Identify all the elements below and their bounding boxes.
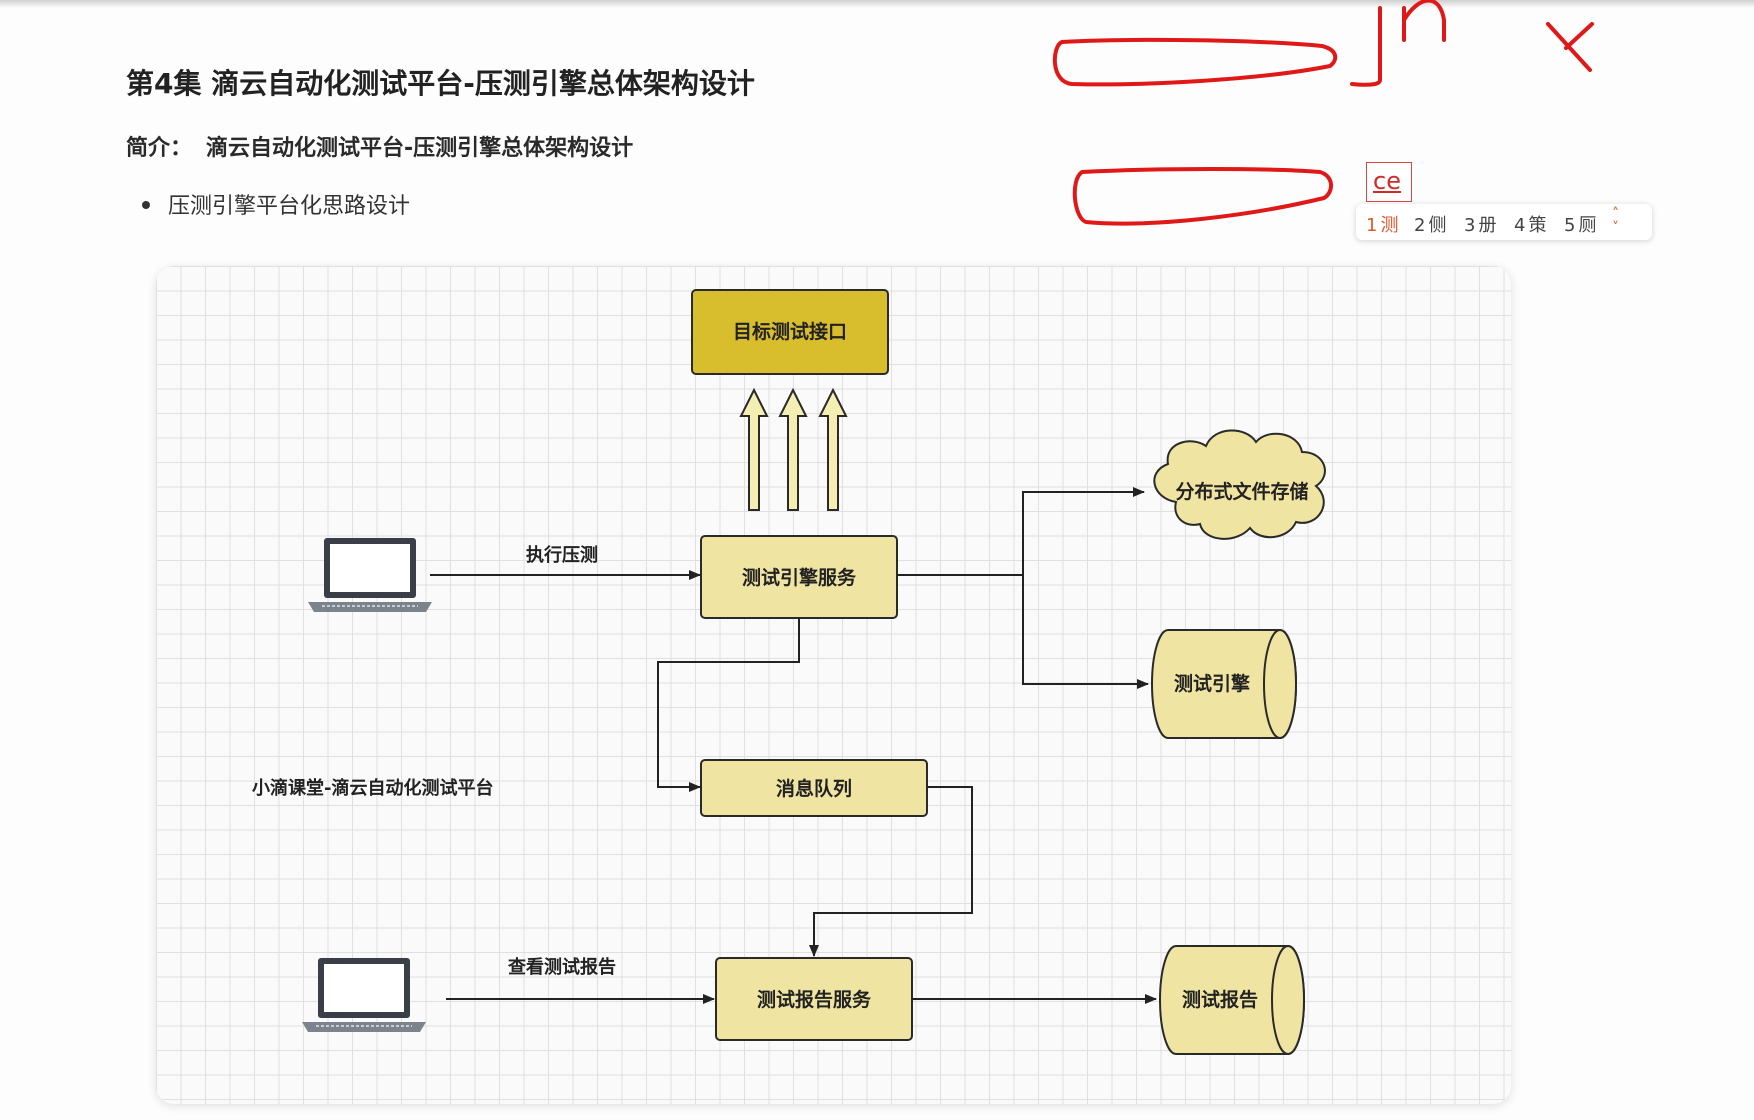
laptop-icon [302,958,426,1032]
intro-text: 滴云自动化测试平台-压测引擎总体架构设计 [206,136,634,161]
edge-to-mq [657,618,800,792]
intro-label: 简介： [126,136,193,161]
node-target-api [691,289,889,375]
diagram-caption: 小滴课堂-滴云自动化测试平台 [252,777,493,799]
edge-mq-to-report [809,786,973,957]
page-title: 第4集 滴云自动化测试平台-压测引擎总体架构设计 [126,67,755,100]
diagram-canvas: 目标测试接口 执行压测 [156,266,1511,1104]
node-target-api-label: 目标测试接口 [733,321,847,343]
ime-page-arrows-icon[interactable]: ˄˅ [1612,206,1619,236]
ime-composition-box: ce [1366,162,1412,202]
laptop-icon [308,538,432,612]
intro-line: 简介： 滴云自动化测试平台-压测引擎总体架构设计 [126,130,633,162]
pen-scribble-1 [1052,37,1338,87]
node-engine-db-label: 测试引擎 [1174,672,1250,695]
bullet-item: 压测引擎平台化思路设计 [142,188,410,220]
node-report-db-label: 测试报告 [1182,988,1258,1011]
edge-view-report-label: 查看测试报告 [508,956,616,978]
node-dfs-cloud [1153,429,1326,540]
up-arrow-icon [778,387,808,511]
pen-annotations [1052,0,1594,226]
node-engine-service-label: 测试引擎服务 [742,566,857,589]
node-mq-label: 消息队列 [776,777,852,800]
ime-composition-text: ce [1373,167,1401,195]
edge-exec-load-test-label: 执行压测 [526,544,598,566]
edge-to-dfs [897,487,1145,576]
node-engine-db [1151,629,1297,739]
edge-to-engine-db [1022,575,1149,689]
pen-letter-x [1546,22,1594,72]
pen-letter-n [1402,0,1446,42]
node-report-db [1159,945,1305,1055]
bullet-dot-icon [142,201,150,209]
bullet-text: 压测引擎平台化思路设计 [168,194,411,219]
up-arrow-icon [739,387,769,511]
architecture-diagram: 目标测试接口 执行压测 [252,289,1326,1055]
node-dfs-label: 分布式文件存储 [1175,480,1308,503]
up-arrow-icon [818,387,848,511]
node-report-service-label: 测试报告服务 [757,988,872,1011]
top-edge-shadow [0,0,1754,8]
pen-scribble-2 [1072,167,1333,226]
pen-letter-j [1350,6,1382,87]
